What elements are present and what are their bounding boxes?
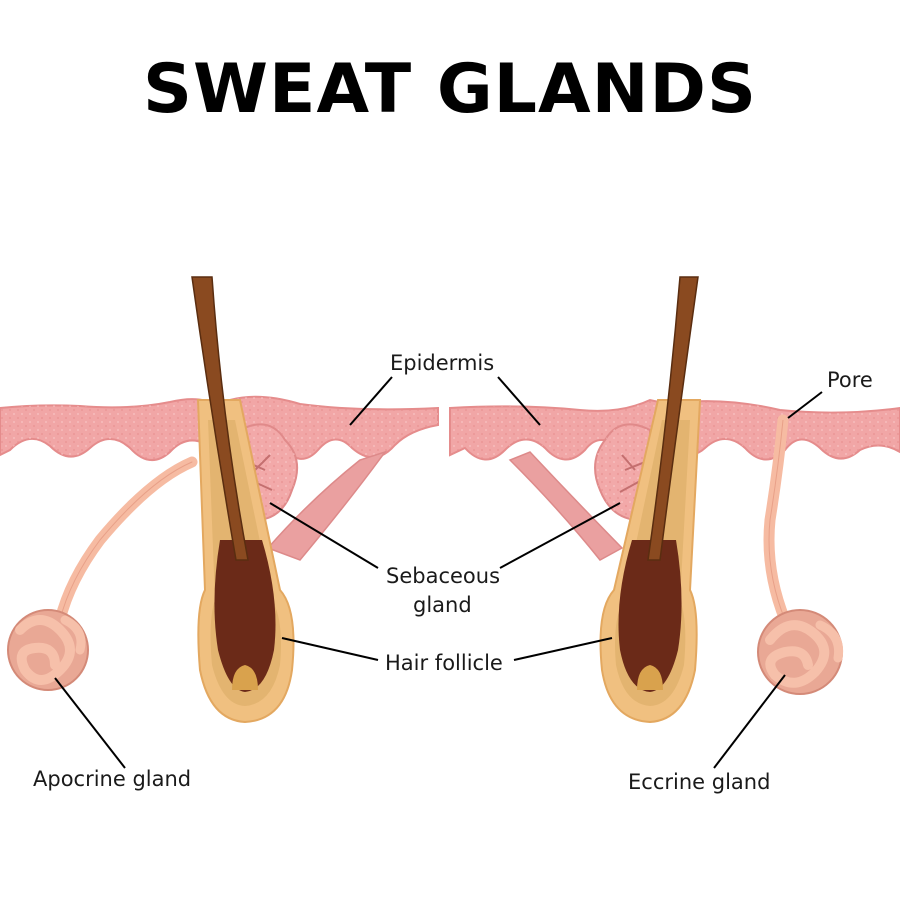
left-hair-shaft bbox=[191, 276, 249, 561]
label-eccrine-gland: Eccrine gland bbox=[628, 770, 771, 794]
label-pore: Pore bbox=[827, 368, 873, 392]
follicle-leader-left bbox=[281, 637, 379, 661]
left-arrector-muscle bbox=[266, 450, 387, 561]
label-apocrine-gland: Apocrine gland bbox=[33, 767, 192, 791]
label-sebaceous-line1: Sebaceous bbox=[386, 564, 501, 588]
apocrine-gland-coil bbox=[7, 609, 89, 691]
epidermis-leader-right bbox=[497, 376, 541, 426]
leader-lines bbox=[54, 376, 823, 769]
page-title: SWEAT GLANDS bbox=[143, 50, 757, 129]
left-skin-section bbox=[0, 276, 439, 724]
sebaceous-leader-left bbox=[269, 502, 379, 569]
label-sebaceous-line2: gland bbox=[413, 593, 472, 617]
apocrine-duct bbox=[54, 456, 198, 626]
right-hair-shaft bbox=[647, 276, 699, 561]
apocrine-leader bbox=[54, 677, 126, 769]
epidermis-leader-left bbox=[349, 376, 393, 426]
label-epidermis: Epidermis bbox=[390, 351, 495, 375]
sebaceous-leader-right bbox=[499, 502, 621, 569]
right-hair-follicle bbox=[599, 399, 702, 724]
label-hair-follicle: Hair follicle bbox=[385, 651, 503, 675]
pore-leader bbox=[787, 391, 823, 419]
right-skin-section bbox=[449, 276, 900, 724]
follicle-leader-right bbox=[513, 637, 613, 661]
right-arrector-muscle bbox=[508, 451, 624, 561]
eccrine-gland-coil bbox=[757, 609, 844, 695]
eccrine-leader bbox=[713, 674, 786, 769]
